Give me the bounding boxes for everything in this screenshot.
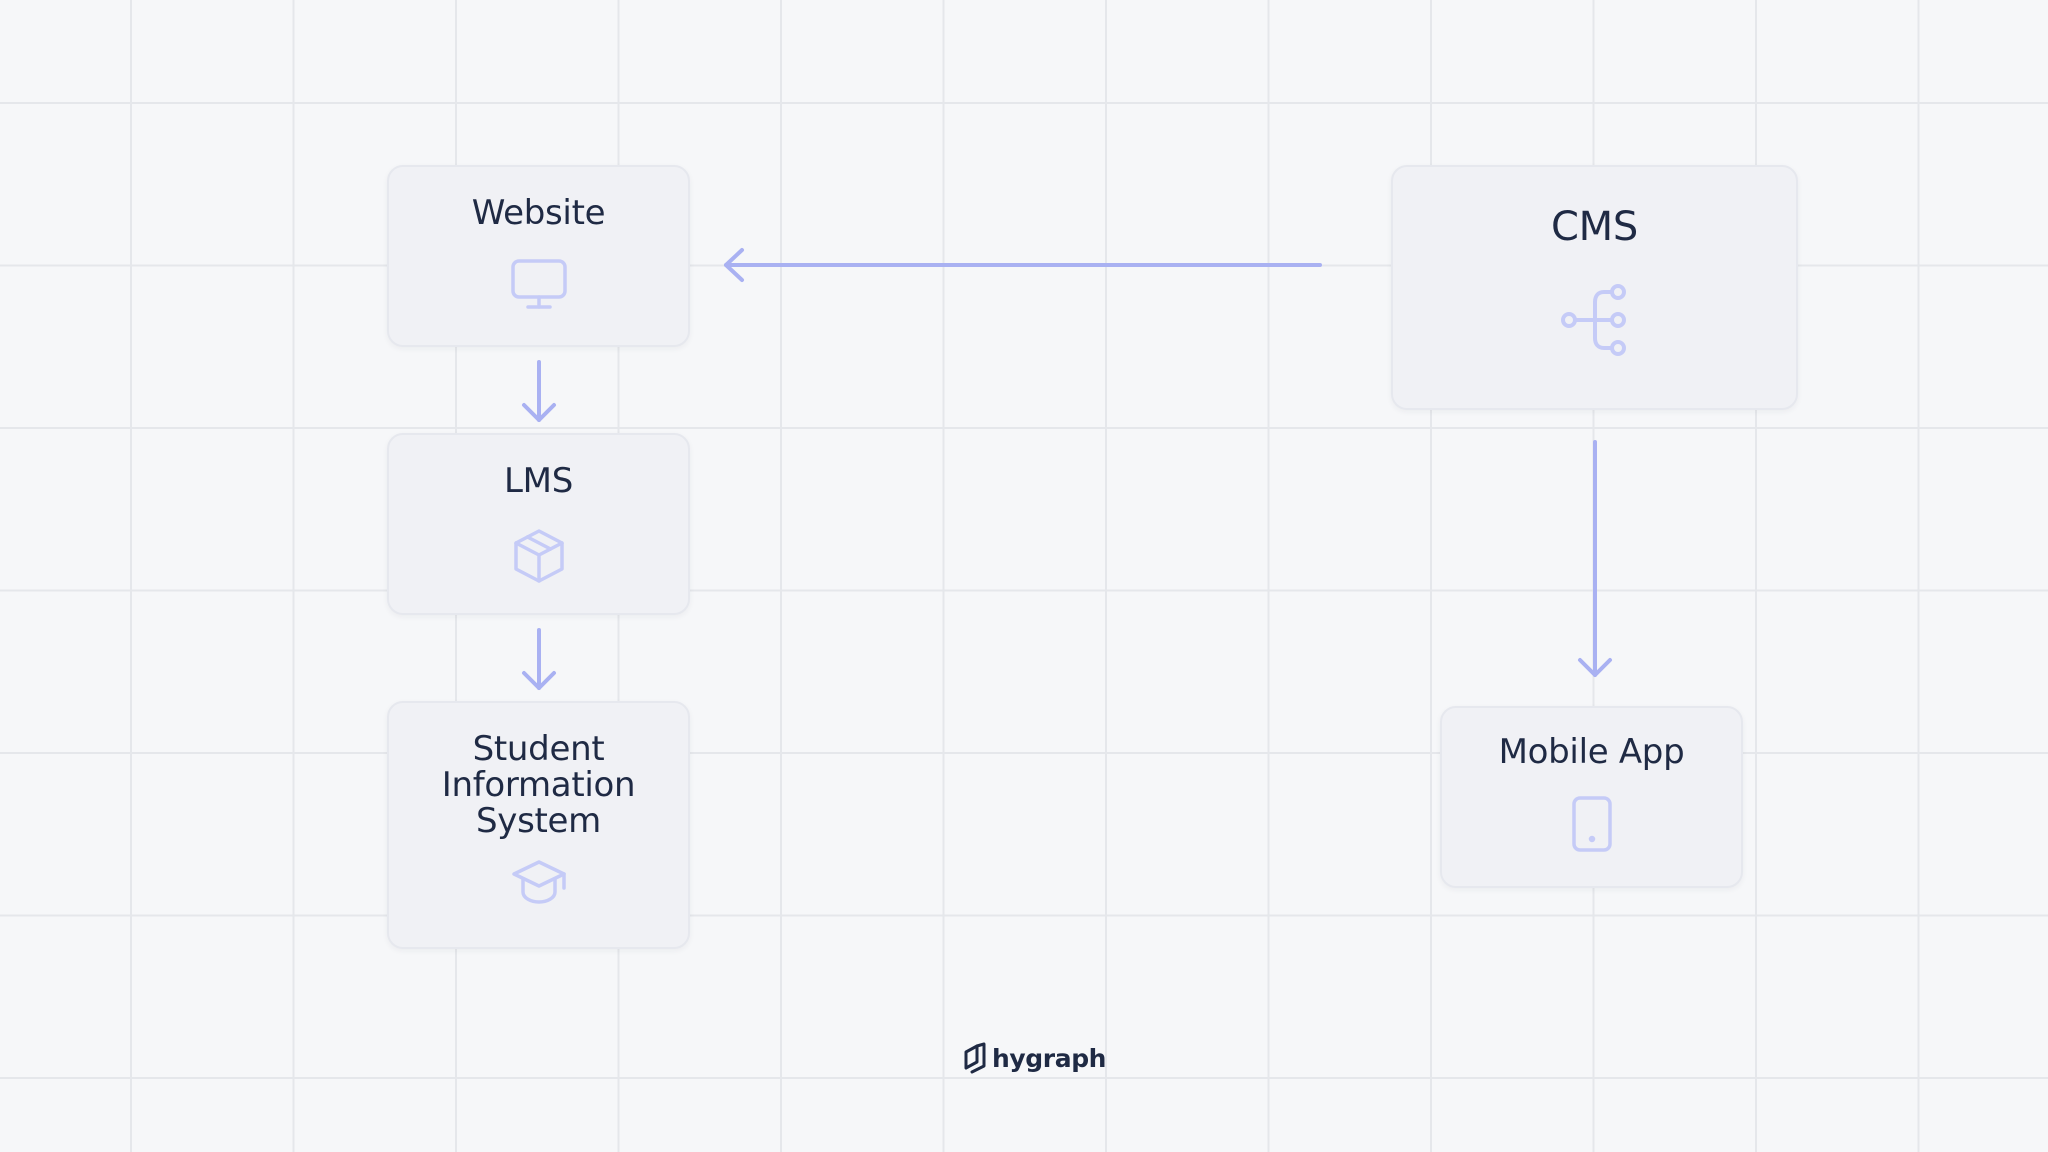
monitor-icon (510, 259, 567, 309)
node-label: LMS (504, 461, 573, 501)
node-label: Website (471, 193, 606, 233)
hygraph-brand: hygraph (964, 1041, 1106, 1075)
node-label-line: System (475, 801, 601, 841)
hygraph-logo-icon (964, 1042, 986, 1074)
node-label: Mobile App (1498, 732, 1685, 772)
node-cms[interactable]: CMS (1391, 165, 1798, 410)
node-mobile-app[interactable]: Mobile App (1440, 706, 1743, 888)
edge-lms-to-sis (522, 628, 556, 690)
brand-wordmark: hygraph (992, 1043, 1107, 1073)
graduation-cap-icon (511, 860, 566, 904)
package-box-icon (513, 529, 564, 583)
edge-cms-to-website (724, 248, 1322, 282)
node-label: CMS (1551, 204, 1638, 250)
node-label-line: Student (472, 729, 605, 769)
edge-cms-to-mobile (1578, 440, 1612, 677)
edge-website-to-lms (522, 360, 556, 422)
node-lms[interactable]: LMS (387, 433, 690, 615)
node-website[interactable]: Website (387, 165, 690, 347)
mobile-phone-icon (1571, 796, 1612, 852)
content-hub-icon (1560, 284, 1626, 356)
node-label: Student Information System (442, 731, 636, 839)
node-label-line: Information (441, 765, 636, 805)
node-sis[interactable]: Student Information System (387, 701, 690, 949)
